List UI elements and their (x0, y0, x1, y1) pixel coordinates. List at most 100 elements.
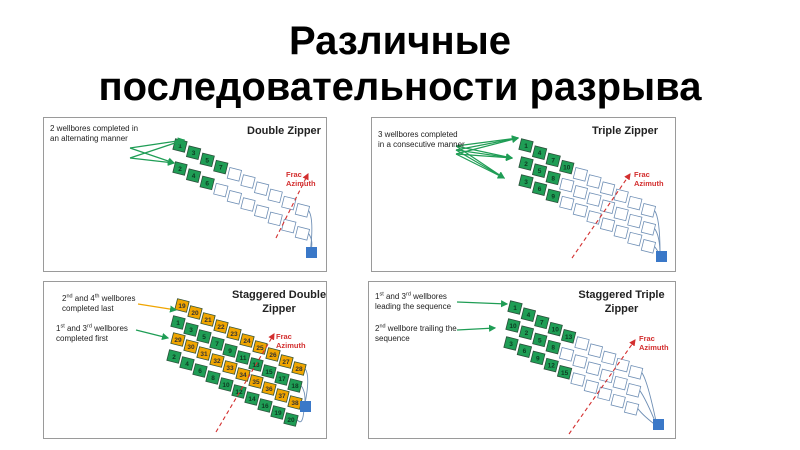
frac-stage (270, 405, 286, 420)
panel-title: Staggered Double Zipper (231, 289, 327, 315)
frac-stage (570, 372, 586, 387)
stage-number: 6 (538, 186, 542, 193)
stage-number: 37 (278, 393, 286, 400)
pointer-arrow (129, 147, 176, 165)
frac-azimuth-label: Frac Azimuth (276, 332, 306, 350)
frac-stage (574, 336, 590, 351)
pointer-arrow (455, 135, 520, 147)
stage-number: 7 (219, 165, 223, 172)
stage-number: 19 (274, 410, 282, 417)
frac-stage (587, 343, 604, 358)
stage-number: 4 (192, 173, 196, 180)
frac-stage (559, 177, 575, 193)
pointer-arrow (129, 138, 186, 159)
frac-stage (601, 350, 617, 366)
frac-stage (518, 156, 534, 171)
stage-number: 19 (178, 303, 186, 310)
stage-number: 3 (509, 341, 513, 348)
stage-number: 20 (287, 417, 295, 424)
panel-label-1: 2 wellbores completed in an alternating … (50, 124, 139, 143)
frac-stage (585, 361, 602, 376)
frac-azimuth-label: Frac Azimuth (286, 170, 316, 188)
stage-number: 31 (200, 351, 208, 358)
slide-title-line-1: Различные (288, 19, 512, 63)
slide-title: Различные последовательности разрыва (0, 18, 800, 110)
frac-stage (257, 398, 273, 413)
pointer-arrow (455, 153, 514, 162)
frac-stage (183, 339, 199, 354)
stage-number: 13 (565, 334, 573, 341)
frac-stage (505, 318, 521, 333)
panel-label-1: 1st and 3rd wellbores leading the sequen… (375, 291, 452, 311)
frac-azimuth-arrow (568, 339, 636, 435)
frac-stage (218, 377, 234, 392)
stage-number: 9 (551, 193, 555, 200)
stage-number: 38 (291, 400, 299, 407)
frac-stage (278, 354, 294, 369)
panel-title: Triple Zipper (591, 125, 658, 137)
stage-number: 6 (198, 368, 202, 375)
frac-stage (226, 326, 242, 341)
frac-stage (507, 300, 523, 315)
frac-stage (572, 203, 589, 218)
panel-title: Double Zipper (247, 125, 321, 137)
wellhead-square (306, 247, 317, 258)
wellbore-path (641, 372, 658, 427)
frac-stage (267, 188, 283, 204)
stage-number: 15 (265, 369, 273, 376)
pointer-arrow (456, 300, 509, 308)
frac-stage (560, 329, 577, 344)
stage-number: 7 (215, 341, 219, 348)
frac-stage (586, 174, 602, 189)
frac-stage (213, 182, 229, 198)
panel-title: Staggered Triple Zipper (578, 289, 665, 315)
stage-number: 34 (239, 372, 247, 379)
frac-stage (531, 145, 548, 160)
stage-number: 4 (538, 150, 542, 157)
stage-number: 8 (211, 375, 215, 382)
frac-stage (545, 170, 561, 186)
frac-stage (612, 375, 628, 391)
frac-stage (613, 224, 629, 240)
stage-number: 3 (524, 179, 528, 186)
frac-stage (583, 379, 600, 394)
frac-stage (625, 383, 642, 398)
frac-stage (274, 388, 290, 403)
stage-number: 24 (243, 338, 251, 345)
frac-stage (179, 356, 195, 371)
pointer-arrow (455, 136, 520, 155)
stage-number: 6 (205, 180, 209, 187)
stage-number: 6 (523, 348, 527, 355)
stage-number: 13 (252, 362, 260, 369)
stage-number: 10 (509, 323, 517, 330)
frac-stage (239, 333, 255, 348)
wellhead-square (300, 401, 311, 412)
panel-label-2: 1st and 3rd wellbores completed first (56, 323, 128, 343)
frac-stage (253, 181, 270, 196)
frac-stage (235, 350, 251, 365)
frac-stage (226, 167, 243, 182)
stage-number: 1 (513, 305, 517, 312)
frac-stage (534, 314, 550, 330)
frac-stage (572, 167, 589, 182)
frac-stage (599, 199, 616, 214)
frac-stage (196, 346, 212, 361)
stage-number: 10 (552, 327, 560, 334)
frac-stage (240, 197, 256, 212)
frac-stage (226, 190, 243, 205)
frac-stage (253, 204, 270, 219)
stage-number: 9 (228, 348, 232, 355)
wellhead-square (653, 419, 664, 430)
frac-stage (556, 365, 573, 380)
stage-number: 15 (561, 370, 569, 377)
frac-stage (240, 174, 256, 189)
frac-stage (516, 343, 533, 358)
frac-stage (640, 239, 657, 254)
pointer-arrow (129, 157, 176, 166)
frac-stage (558, 347, 575, 362)
frac-stage (613, 188, 629, 204)
frac-stage (205, 370, 221, 385)
frac-stage (545, 339, 561, 355)
frac-stage (532, 332, 548, 348)
